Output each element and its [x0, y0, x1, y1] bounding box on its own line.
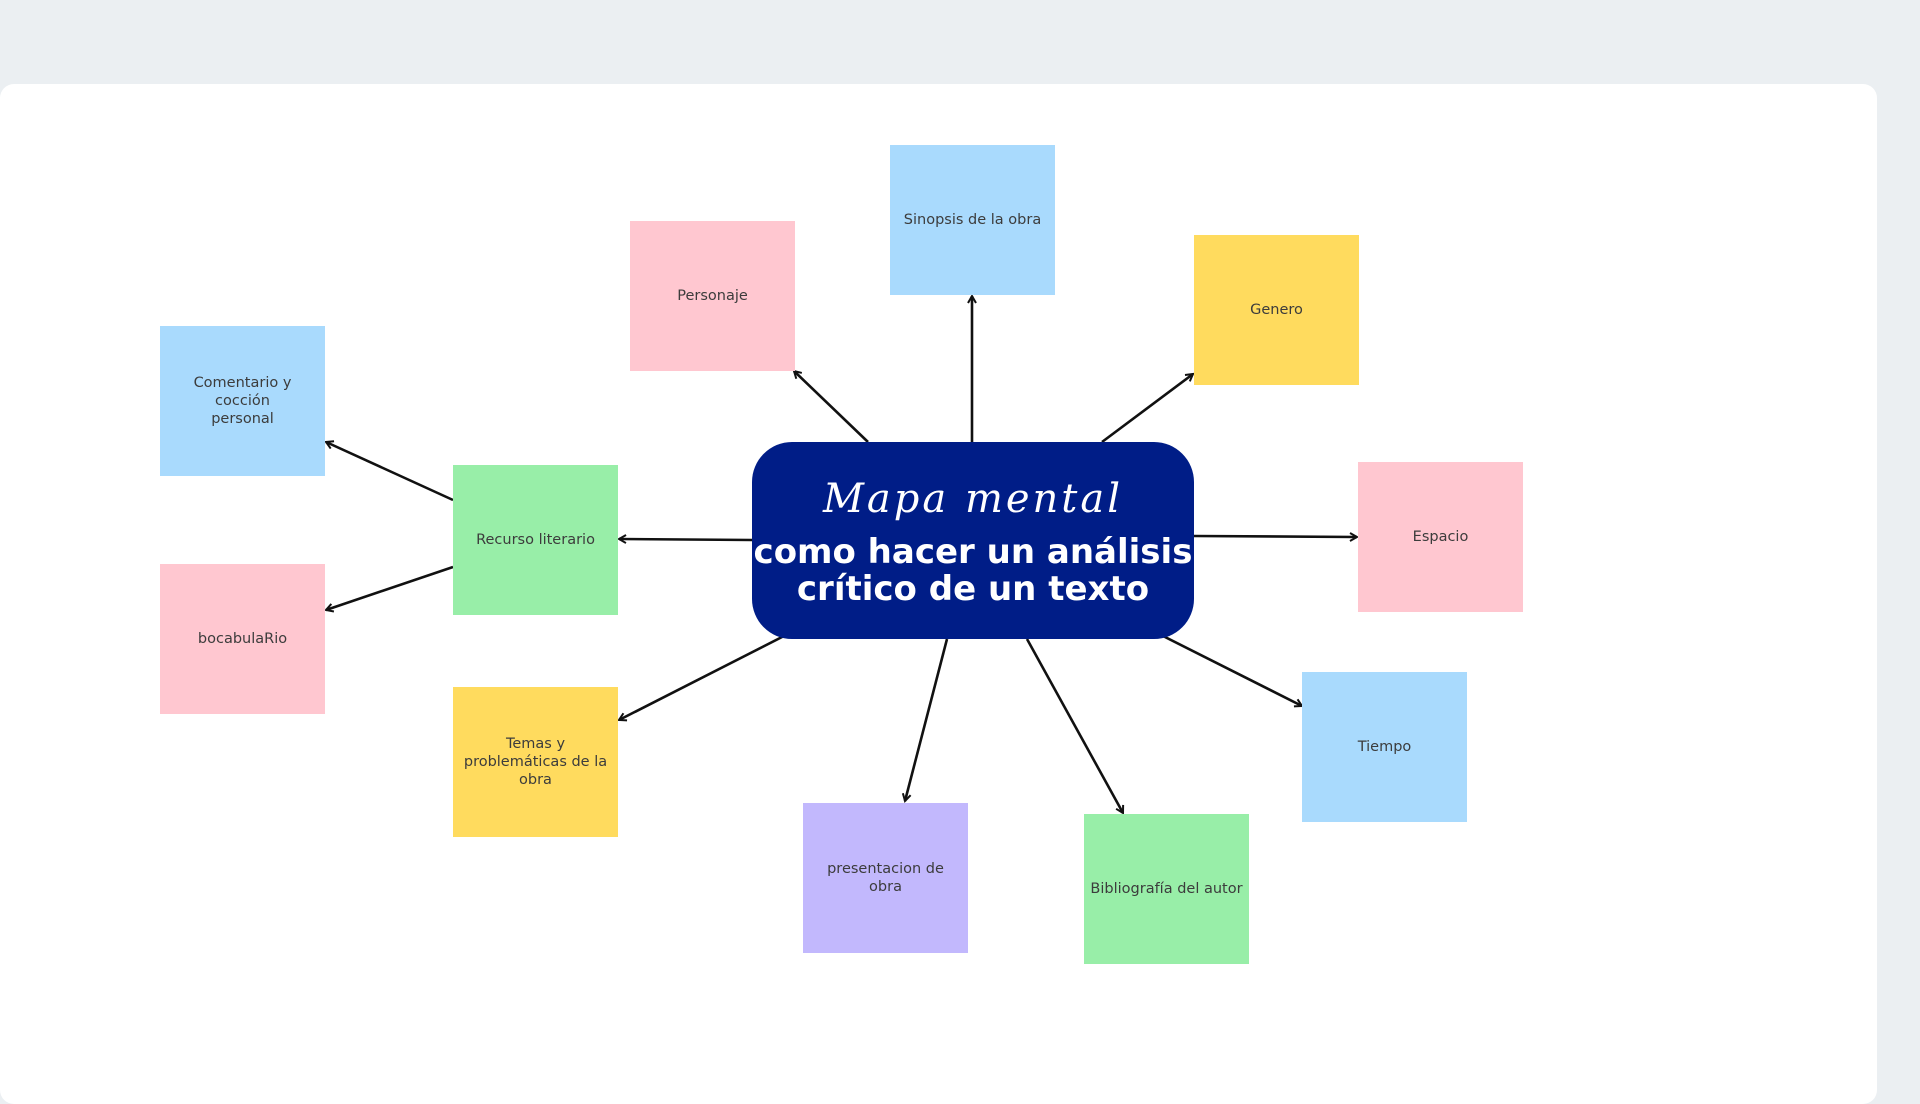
central-topic[interactable]: Mapa mental como hacer un análisis críti… [752, 442, 1194, 639]
note-genero[interactable]: Genero [1194, 235, 1359, 385]
note-espacio[interactable]: Espacio [1358, 462, 1523, 612]
note-temas[interactable]: Temas y problemáticas de la obra [453, 687, 618, 837]
note-tiempo[interactable]: Tiempo [1302, 672, 1467, 822]
note-comentario[interactable]: Comentario y cocción personal [160, 326, 325, 476]
connector-recurso[interactable] [619, 539, 753, 540]
connector-temas[interactable] [619, 634, 785, 720]
connector-comentario[interactable] [326, 442, 454, 502]
note-bibliografia[interactable]: Bibliografía del autor [1084, 814, 1249, 964]
connector-presentacion[interactable] [905, 638, 949, 801]
connector-espacio[interactable] [1193, 536, 1357, 537]
connector-layer [0, 0, 1920, 1080]
note-presentacion[interactable]: presentacion de obra [803, 803, 968, 953]
central-topic-subtitle: Mapa mental [822, 476, 1124, 522]
mind-map: Mapa mental como hacer un análisis críti… [0, 0, 1920, 1080]
note-sinopsis[interactable]: Sinopsis de la obra [890, 145, 1055, 295]
central-topic-title: como hacer un análisis crítico de un tex… [753, 532, 1193, 609]
connector-bibliografia[interactable] [1025, 638, 1125, 813]
connector-vocabulario[interactable] [326, 565, 454, 610]
note-personaje[interactable]: Personaje [630, 221, 795, 371]
connector-genero[interactable] [1101, 374, 1193, 444]
note-vocabulario[interactable]: bocabulaRio [160, 564, 325, 714]
note-recurso[interactable]: Recurso literario [453, 465, 618, 615]
connector-tiempo[interactable] [1162, 634, 1302, 706]
connector-personaje[interactable] [794, 371, 869, 443]
